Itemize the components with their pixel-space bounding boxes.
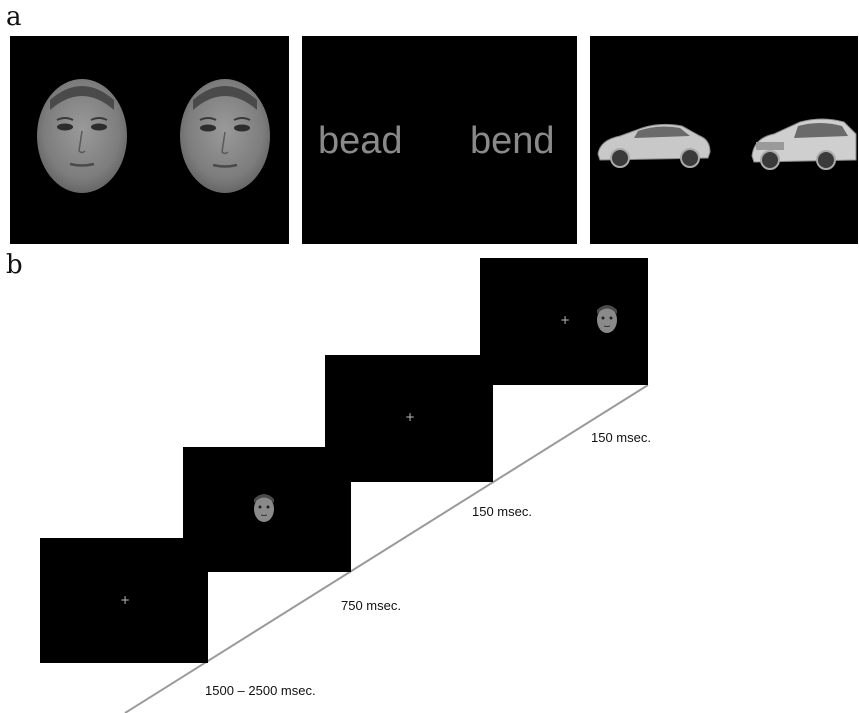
face-left bbox=[37, 79, 127, 193]
fixation-cross: + bbox=[120, 593, 131, 607]
face-pair-image bbox=[37, 79, 270, 193]
small-face-image bbox=[254, 494, 274, 522]
car-right bbox=[751, 118, 857, 170]
duration-label-target: 150 msec. bbox=[591, 430, 651, 445]
fixation-cross: + bbox=[560, 313, 571, 327]
word-left: bead bbox=[318, 120, 403, 162]
duration-label-interval: 150 msec. bbox=[472, 504, 532, 519]
panel-b-label: b bbox=[6, 250, 23, 280]
faces-stimulus-screen bbox=[10, 36, 289, 244]
trial-screen-face-cue bbox=[183, 447, 351, 572]
word-right: bend bbox=[470, 120, 555, 162]
duration-label-fixation: 1500 – 2500 msec. bbox=[205, 683, 316, 698]
panel-a-label: a bbox=[6, 2, 22, 32]
small-face-image bbox=[597, 305, 617, 333]
face-right bbox=[180, 79, 270, 193]
words-stimulus-screen: bead bend bbox=[302, 36, 577, 244]
fixation-cross: + bbox=[405, 410, 416, 424]
cars-stimulus-screen bbox=[590, 36, 858, 244]
trial-screen-fixation-2: + bbox=[325, 355, 493, 482]
duration-label-cue: 750 msec. bbox=[341, 598, 401, 613]
trial-screen-fixation-1: + bbox=[40, 538, 208, 663]
trial-screen-target: + bbox=[480, 258, 648, 385]
car-pair-image bbox=[597, 118, 857, 170]
car-left bbox=[597, 123, 711, 168]
